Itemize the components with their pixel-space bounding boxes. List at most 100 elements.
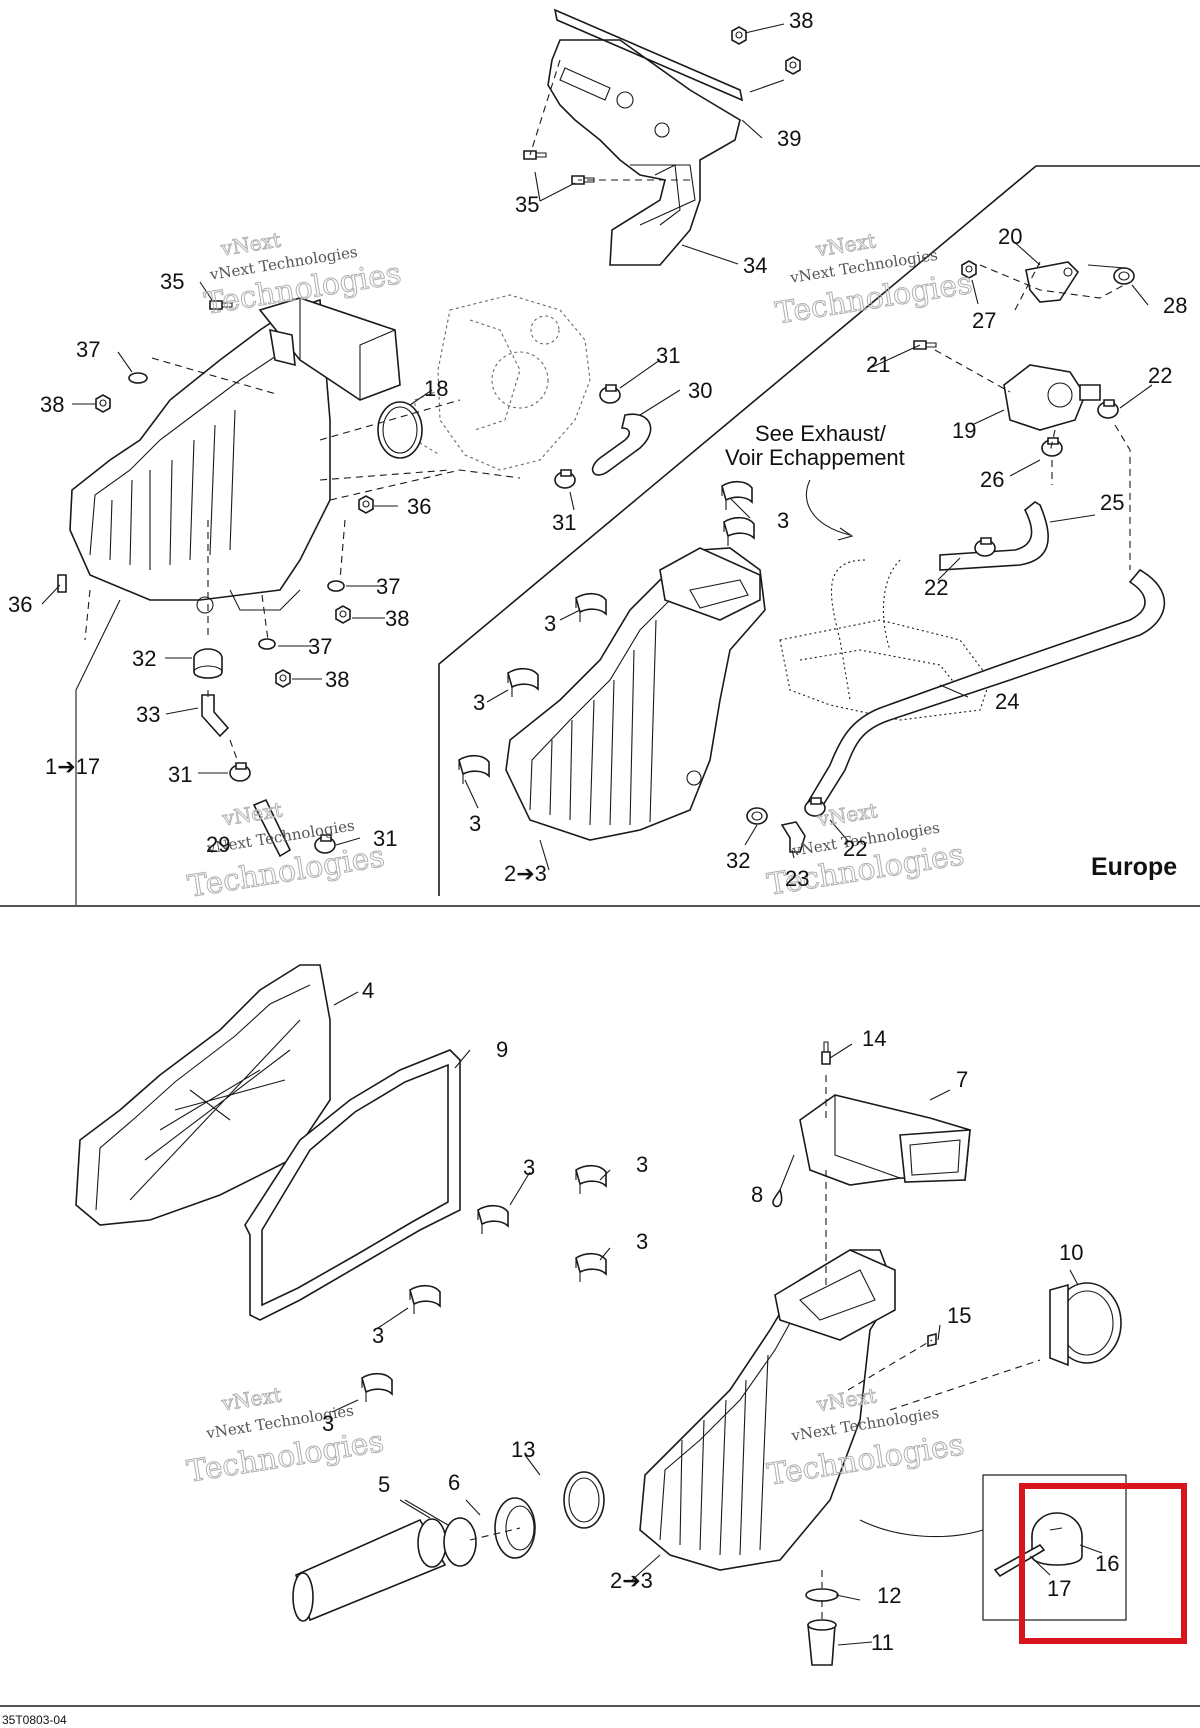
callout-3: 3 [544,611,556,636]
callout-33: 33 [136,702,160,727]
callout-34: 34 [743,253,767,278]
watermark-upper-right: vNext vNext Technologies Technologies [773,228,976,332]
watermark-lower-left: vNext vNext Technologies Technologies [184,1382,387,1490]
callout-22: 22 [843,836,867,861]
callout-3: 3 [523,1155,535,1180]
callout-23: 23 [785,866,809,891]
callout-15: 15 [947,1303,971,1328]
callout-1-to-17: 1➔17 [45,754,100,779]
clamp-12 [805,1588,839,1602]
callout-39: 39 [777,126,801,151]
callout-35: 35 [515,192,539,217]
callout-3: 3 [322,1411,334,1436]
callout-labels: 38 39 35 34 35 37 38 18 31 30 31 36 36 3… [8,8,1187,1655]
plug-16 [1031,1512,1083,1566]
callout-35: 35 [160,269,184,294]
callout-22: 22 [1148,363,1172,388]
hose-29 [252,798,292,858]
clamp-13 [563,1471,605,1529]
adapter-10 [1049,1282,1122,1367]
callout-38: 38 [40,392,64,417]
grommet-32b [746,807,768,825]
airbox-housing-2 [639,1249,896,1571]
left-airbox-housing [69,297,401,614]
callout-28: 28 [1163,293,1187,318]
callout-18: 18 [424,376,448,401]
drawing-code: 35T0803-04 [2,1713,67,1727]
callout-31: 31 [373,826,397,851]
carburetor-ghost [414,294,591,471]
callout-3: 3 [372,1323,384,1348]
europe-airbox-housing [505,547,766,841]
callout-6: 6 [448,1470,460,1495]
callout-36: 36 [8,592,32,617]
exhaust-note-line2: Voir Echappement [725,445,905,470]
callout-8: 8 [751,1182,763,1207]
hose-25 [939,501,1049,571]
inset-frame [982,1474,1127,1621]
valve-19 [1003,364,1101,431]
callout-22: 22 [924,575,948,600]
elbow-33 [201,694,230,738]
callout-32: 32 [726,848,750,873]
callout-38: 38 [789,8,813,33]
callout-32: 32 [132,646,156,671]
callout-30: 30 [688,378,712,403]
bracket-20 [1025,261,1080,303]
callout-12: 12 [877,1583,901,1608]
cap-11 [807,1619,837,1666]
callout-31: 31 [656,343,680,368]
callout-13: 13 [511,1437,535,1462]
ring-6 [443,1497,536,1567]
callout-25: 25 [1100,490,1124,515]
callout-3: 3 [469,811,481,836]
region-label-europe: Europe [1091,853,1177,881]
callout-3: 3 [636,1152,648,1177]
callout-31: 31 [168,762,192,787]
exhaust-note-line1: See Exhaust/ [755,421,887,446]
elbow-23 [780,821,806,853]
highlight-box [1019,1483,1187,1644]
callout-3: 3 [473,690,485,715]
callout-4: 4 [362,978,374,1003]
callout-10: 10 [1059,1240,1083,1265]
heat-shield-bracket [547,8,744,266]
duct-7 [799,1094,971,1186]
filter-5 [292,1518,447,1622]
callout-29: 29 [206,832,230,857]
callout-38: 38 [385,606,409,631]
callout-37: 37 [76,337,100,362]
callout-26: 26 [980,467,1004,492]
callout-21: 21 [866,352,890,377]
callout-11: 11 [871,1630,894,1655]
callout-36: 36 [407,494,431,519]
hose-30 [591,413,652,476]
clamp-18 [377,401,423,459]
europe-frame [438,165,1200,896]
callout-19: 19 [952,418,976,443]
callout-24: 24 [995,689,1019,714]
callout-14: 14 [862,1026,886,1051]
airbox-cover-4 [75,964,331,1226]
callout-37: 37 [308,634,332,659]
callout-2-to-3: 2➔3 [610,1568,653,1593]
callout-20: 20 [998,224,1022,249]
callout-38: 38 [325,667,349,692]
svg-text:vNext: vNext [219,1383,283,1416]
callout-2-to-3: 2➔3 [504,861,547,886]
callout-16: 16 [1095,1551,1119,1576]
callout-5: 5 [378,1472,390,1497]
gasket-9 [244,1049,461,1321]
callout-31: 31 [552,510,576,535]
callout-37: 37 [376,574,400,599]
grommet-32 [193,648,223,679]
grommet-28 [1113,267,1135,285]
callout-27: 27 [972,308,996,333]
watermark-upper-left: vNext vNext Technologies Technologies [201,227,404,322]
callout-9: 9 [496,1037,508,1062]
callout-3: 3 [777,508,789,533]
exhaust-ghost [779,559,991,721]
callout-7: 7 [956,1067,968,1092]
callout-3: 3 [636,1229,648,1254]
